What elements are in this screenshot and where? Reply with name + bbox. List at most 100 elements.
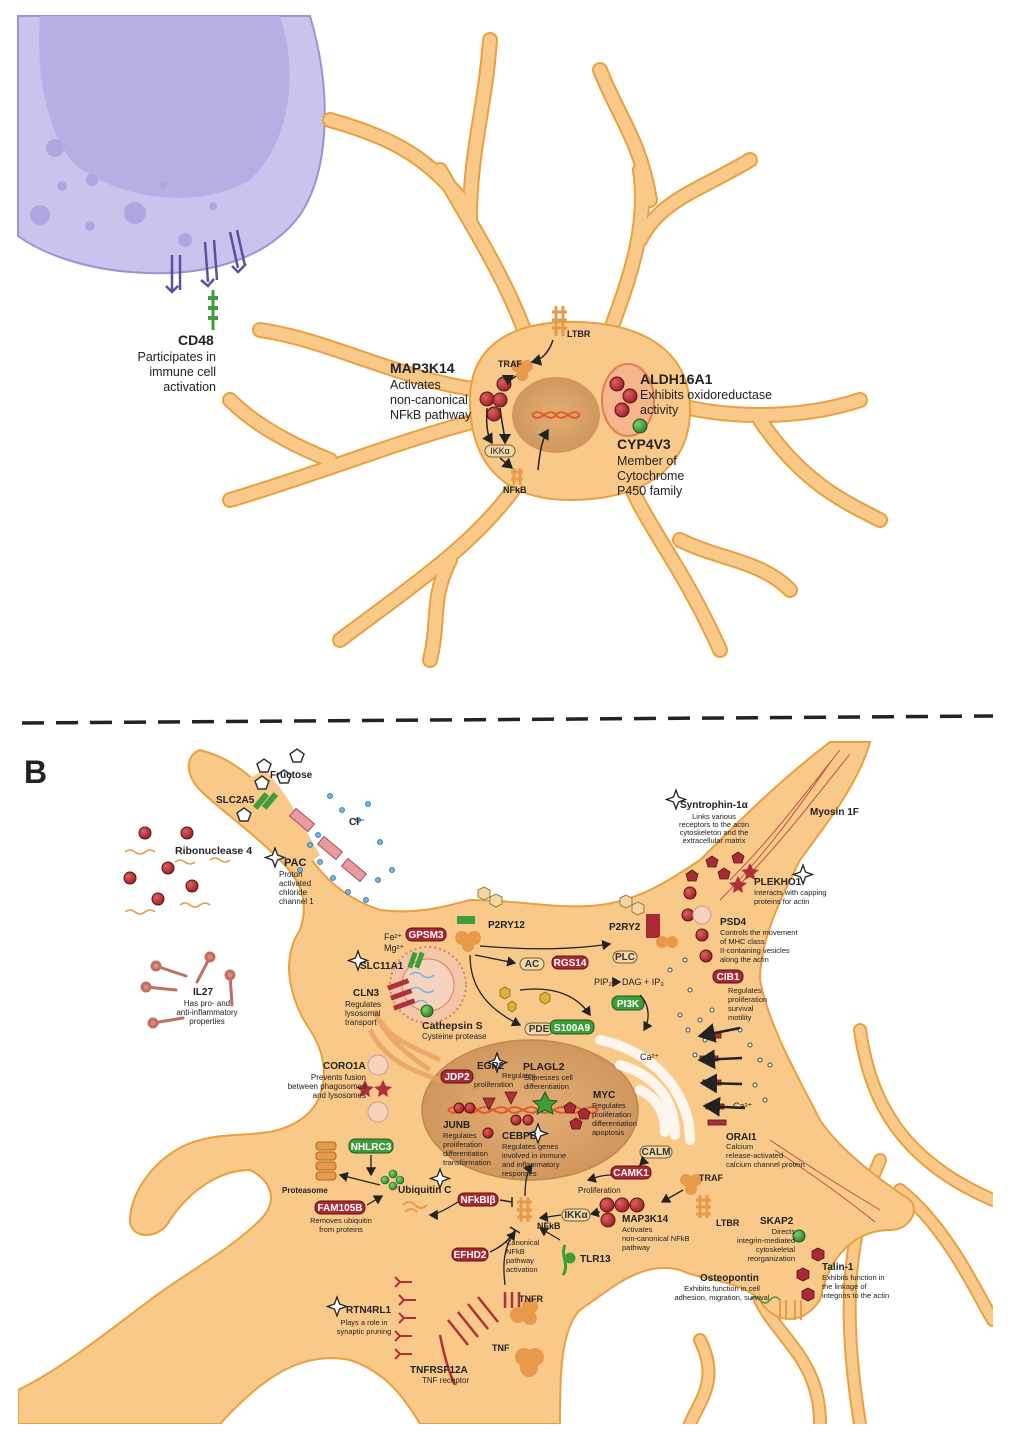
svg-text:Exhibits oxidoreductase: Exhibits oxidoreductase <box>640 388 772 402</box>
cyp4v3-desc: Member of Cytochrome P450 family <box>617 454 684 498</box>
svg-text:along the actin: along the actin <box>720 955 769 964</box>
svg-text:JDP2: JDP2 <box>444 1072 469 1083</box>
svg-text:Regulates: Regulates <box>502 1071 536 1080</box>
map3k14-proteins-b <box>599 1197 645 1228</box>
svg-text:channel 1: channel 1 <box>279 897 314 906</box>
svg-text:responses: responses <box>502 1169 537 1178</box>
svg-text:FAM105B: FAM105B <box>317 1203 362 1214</box>
svg-text:cytoskeleton and the: cytoskeleton and the <box>680 828 749 837</box>
traf-b <box>680 1174 702 1195</box>
svg-text:RGS14: RGS14 <box>554 958 587 969</box>
tlr13-receptor <box>561 1244 576 1276</box>
svg-text:receptors to the actin: receptors to the actin <box>679 820 749 829</box>
osteopontin-desc: Exhibits function in cell adhesion, migr… <box>674 1284 769 1302</box>
svg-text:Canonical: Canonical <box>506 1238 540 1247</box>
svg-text:extracellular matrix: extracellular matrix <box>683 836 746 845</box>
svg-text:Exhibits function in: Exhibits function in <box>822 1273 885 1282</box>
svg-text:activation: activation <box>163 380 216 394</box>
ubiquitin-star-icon <box>428 1167 452 1190</box>
chloride-dots <box>297 793 395 903</box>
egr2-star-icon <box>485 1051 509 1074</box>
svg-text:S100A9: S100A9 <box>554 1023 591 1034</box>
pac-desc: Proton activated chloride channel 1 <box>279 870 314 906</box>
tnfr-receptor <box>503 1292 521 1308</box>
map3k14-label-b: MAP3K14 <box>622 1214 669 1225</box>
svg-text:Calcium: Calcium <box>726 1142 753 1151</box>
svg-text:immune cell: immune cell <box>149 365 216 379</box>
cln3-transporters <box>386 978 416 1011</box>
svg-text:Activates: Activates <box>622 1225 653 1234</box>
dag-ip3-label: DAG + IP₃ <box>622 977 664 987</box>
svg-text:CAMK1: CAMK1 <box>613 1168 649 1179</box>
svg-text:integrin-mediated: integrin-mediated <box>737 1236 795 1245</box>
svg-text:Participates in: Participates in <box>137 350 216 364</box>
nfkb-a <box>511 468 523 485</box>
svg-text:calcium channel protein: calcium channel protein <box>726 1160 805 1169</box>
map3k14-proteins-a <box>479 376 512 422</box>
ltbr-label-a: LTBR <box>567 329 591 339</box>
plc-pill: PLC <box>612 950 638 964</box>
rgs14-pill: RGS14 <box>551 955 589 970</box>
svg-text:integrins to the actin: integrins to the actin <box>822 1291 889 1300</box>
endoplasmic-reticulum <box>367 1009 442 1083</box>
p2ry12-label: P2RY12 <box>488 920 525 931</box>
golgi-apparatus <box>595 1035 695 1145</box>
svg-text:Regulates: Regulates <box>728 986 762 995</box>
svg-text:transport: transport <box>345 1018 377 1027</box>
ubiquitin-label: Ubiquitin C <box>398 1185 451 1196</box>
aldh16a1-desc: Exhibits oxidoreductase activity <box>640 388 772 417</box>
coro1a-label: CORO1A <box>323 1061 366 1072</box>
svg-text:Regulates: Regulates <box>345 1000 381 1009</box>
ribonuclease4-label: Ribonuclease 4 <box>175 845 252 857</box>
panel-a: A <box>17 15 888 668</box>
ltbr-receptor-a <box>552 306 567 336</box>
nfkb-b <box>517 1197 532 1222</box>
svg-text:Fe²⁺: Fe²⁺ <box>384 932 403 942</box>
aldh16a1-proteins <box>609 376 638 418</box>
gpsm3-pill: GPSM3 <box>405 927 447 942</box>
svg-text:Plays a role in: Plays a role in <box>340 1318 387 1327</box>
syntrophin-desc: Links various receptors to the actin cyt… <box>679 812 749 845</box>
svg-text:NHLRC3: NHLRC3 <box>351 1142 392 1153</box>
svg-text:Proton: Proton <box>279 870 303 879</box>
integrin-receptors <box>779 1300 802 1320</box>
svg-text:from proteins: from proteins <box>319 1225 363 1234</box>
svg-text:CALM: CALM <box>642 1147 671 1158</box>
svg-text:proliferation: proliferation <box>474 1080 513 1089</box>
svg-text:proliferation: proliferation <box>728 995 767 1004</box>
traf-a <box>511 360 533 381</box>
svg-text:motility: motility <box>728 1013 752 1022</box>
plekho1-desc: Interacts with capping proteins for acti… <box>754 888 827 906</box>
svg-text:Removes ubiquitin: Removes ubiquitin <box>310 1216 372 1225</box>
tnfrsf12a-label: TNFRSF12A <box>410 1365 468 1376</box>
svg-text:Controls the movement: Controls the movement <box>720 928 798 937</box>
calm-pill: CALM <box>639 1145 673 1159</box>
nfkb-label-a: NFkB <box>503 485 527 495</box>
svg-text:activated: activated <box>279 879 311 888</box>
myosin-label: Myosin 1F <box>810 807 859 818</box>
chloride-label: Cl⁻ <box>349 817 364 828</box>
plekho1-star-icon <box>791 863 815 886</box>
svg-text:differentiation: differentiation <box>443 1149 488 1158</box>
panel-b: B <box>18 741 993 1424</box>
cathepsin-protein <box>420 1004 434 1018</box>
proteasome-label: Proteasome <box>282 1186 328 1195</box>
p2ry12-receptor <box>455 886 503 952</box>
cebpb-proteins <box>482 1114 534 1139</box>
coro1a-desc: Prevents fusion between phagosomes and l… <box>288 1073 366 1100</box>
svg-text:Activates: Activates <box>390 378 441 392</box>
svg-text:activation: activation <box>506 1265 538 1274</box>
svg-text:PDE: PDE <box>529 1024 550 1035</box>
il27-proteins <box>140 951 236 1029</box>
immune-cell <box>17 15 326 294</box>
pde-pill: PDE <box>524 1022 554 1036</box>
syntrophin-star-icon <box>664 788 688 811</box>
svg-text:synaptic pruning: synaptic pruning <box>337 1327 392 1336</box>
svg-text:pathway: pathway <box>506 1256 534 1265</box>
pac-channels <box>288 807 368 883</box>
syntrophin-pentagons <box>685 851 745 882</box>
panel-separator <box>21 714 994 725</box>
nfkb-label-b: NFkB <box>537 1221 561 1231</box>
camk1-pill: CAMK1 <box>610 1165 652 1180</box>
